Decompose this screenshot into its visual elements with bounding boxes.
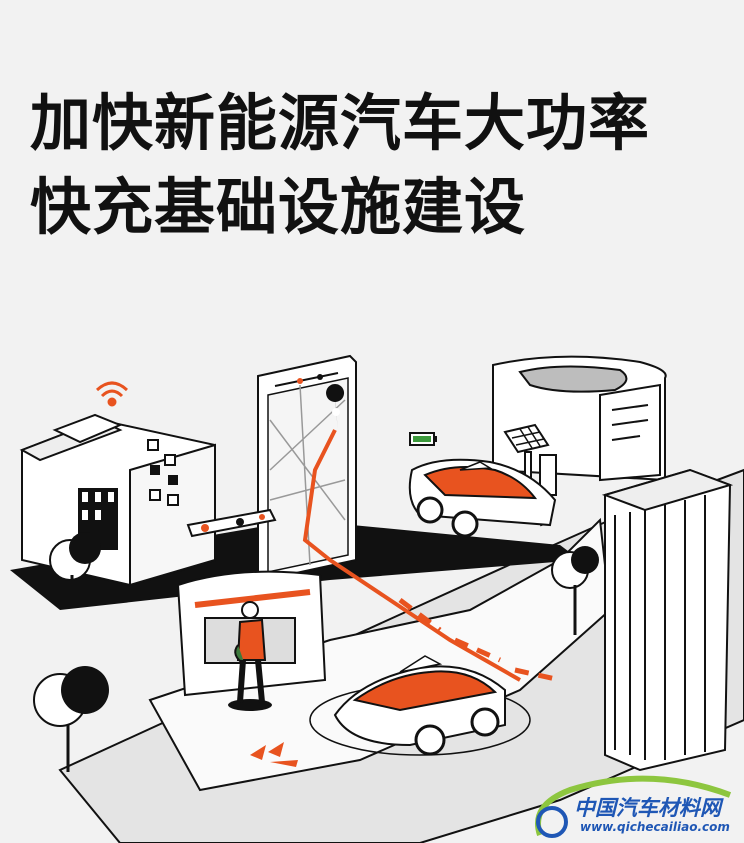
map-pin-icon — [326, 384, 345, 430]
car-upper — [408, 458, 557, 538]
car-main — [309, 655, 531, 756]
route-dashed — [398, 598, 561, 683]
battery-icon — [409, 432, 437, 446]
person — [228, 601, 272, 711]
tree-icon — [49, 532, 101, 600]
route-arrows-icon — [250, 742, 298, 767]
tree-icon — [551, 546, 599, 635]
headline-line-1: 加快新能源汽车大功率 — [30, 88, 651, 159]
headline: 加快新能源汽车大功率 快充基础设施建设 — [30, 82, 730, 250]
watermark: 中国汽车材料网 www.qichecailiao.com — [530, 770, 744, 843]
tower-right — [601, 468, 734, 772]
watermark-name: 中国汽车材料网 — [574, 796, 721, 820]
headline-line-2: 快充基础设施建设 — [30, 172, 527, 243]
map-screen — [257, 354, 357, 582]
watermark-swoosh-icon — [535, 775, 732, 838]
route-line — [302, 429, 521, 682]
slider-bar — [186, 508, 277, 538]
tree-icon — [33, 666, 109, 772]
office-building-right — [492, 355, 667, 482]
watermark-url: www.qichecailiao.com — [580, 820, 730, 834]
wifi-icon — [95, 381, 129, 407]
